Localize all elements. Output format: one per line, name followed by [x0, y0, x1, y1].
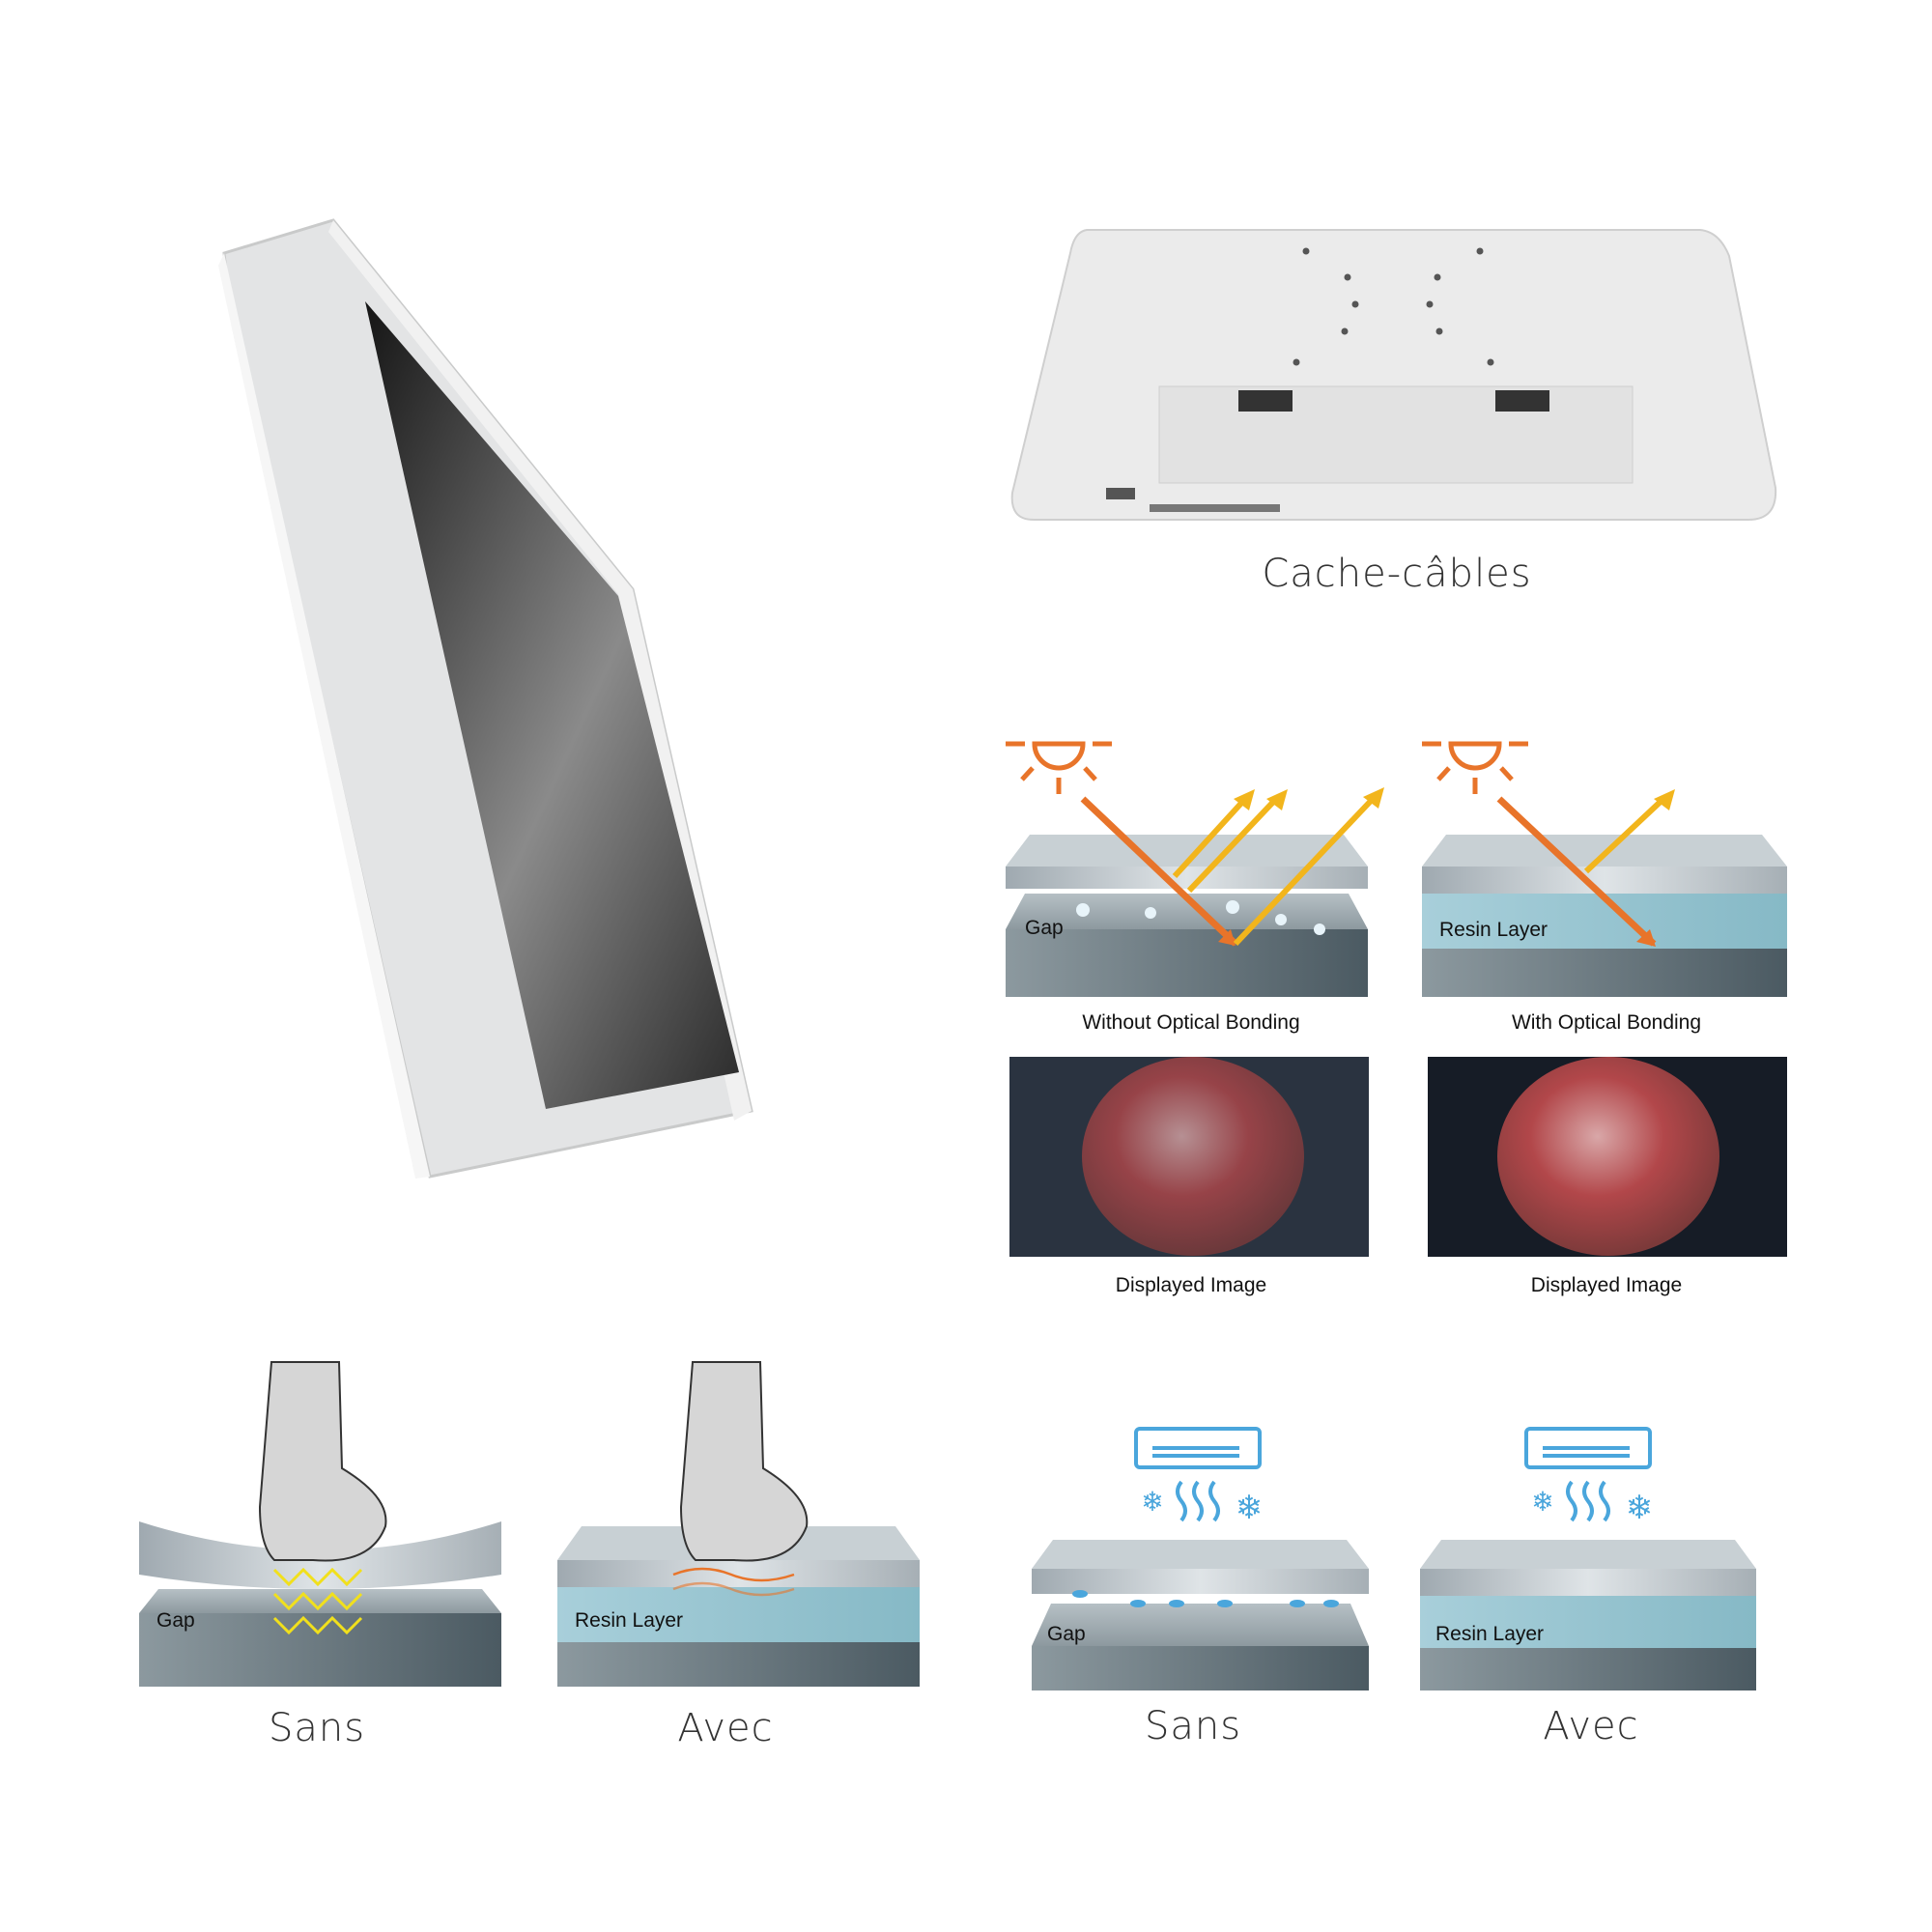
- touch-sans-label: Sans: [269, 1706, 365, 1750]
- monitor-side-view: [218, 218, 753, 1179]
- resin-layer-label: Resin Layer: [1439, 919, 1548, 941]
- air-conditioner-icon: [1524, 1427, 1652, 1522]
- snowflake-icon: ❄: [1236, 1491, 1264, 1526]
- caption-without-optical-bonding: Without Optical Bonding: [1082, 1011, 1299, 1034]
- monitor-back-view: [1010, 229, 1777, 521]
- finger-press-icon: [258, 1361, 387, 1562]
- resin-layer-label: Resin Layer: [1435, 1623, 1544, 1645]
- finger-press-icon: [679, 1361, 809, 1562]
- snowflake-icon: ❄: [1531, 1488, 1553, 1518]
- air-conditioner-icon: [1134, 1427, 1262, 1522]
- sun-icon: [1422, 741, 1528, 794]
- snowflake-icon: ❄: [1626, 1491, 1654, 1526]
- cooling-avec-label: Avec: [1543, 1704, 1638, 1748]
- gap-label: Gap: [1025, 917, 1064, 939]
- cooling-sans-label: Sans: [1145, 1704, 1241, 1748]
- sun-icon: [1006, 741, 1112, 794]
- touch-avec-label: Avec: [677, 1706, 773, 1750]
- gap-label: Gap: [1047, 1623, 1086, 1645]
- diagram-with-optical-bonding: Resin Layer: [1422, 741, 1787, 997]
- displayed-image-caption-right: Displayed Image: [1531, 1274, 1682, 1296]
- displayed-image-without-bonding: [1009, 1057, 1369, 1257]
- caption-with-optical-bonding: With Optical Bonding: [1512, 1011, 1701, 1034]
- touch-diagram-sans: Gap: [139, 1361, 501, 1687]
- cooling-diagram-avec: ❄ ❄ Resin Layer: [1420, 1427, 1756, 1690]
- resin-layer-label: Resin Layer: [575, 1609, 683, 1632]
- diagram-without-optical-bonding: Gap: [1006, 741, 1384, 997]
- gap-label: Gap: [156, 1609, 195, 1632]
- touch-diagram-avec: Resin Layer: [557, 1361, 920, 1687]
- displayed-image-caption-left: Displayed Image: [1116, 1274, 1266, 1296]
- displayed-image-with-bonding: [1428, 1057, 1787, 1257]
- cooling-diagram-sans: ❄ ❄ Gap: [1032, 1427, 1369, 1690]
- cable-cover-caption: Cache-câbles: [1262, 552, 1531, 596]
- snowflake-icon: ❄: [1141, 1488, 1163, 1518]
